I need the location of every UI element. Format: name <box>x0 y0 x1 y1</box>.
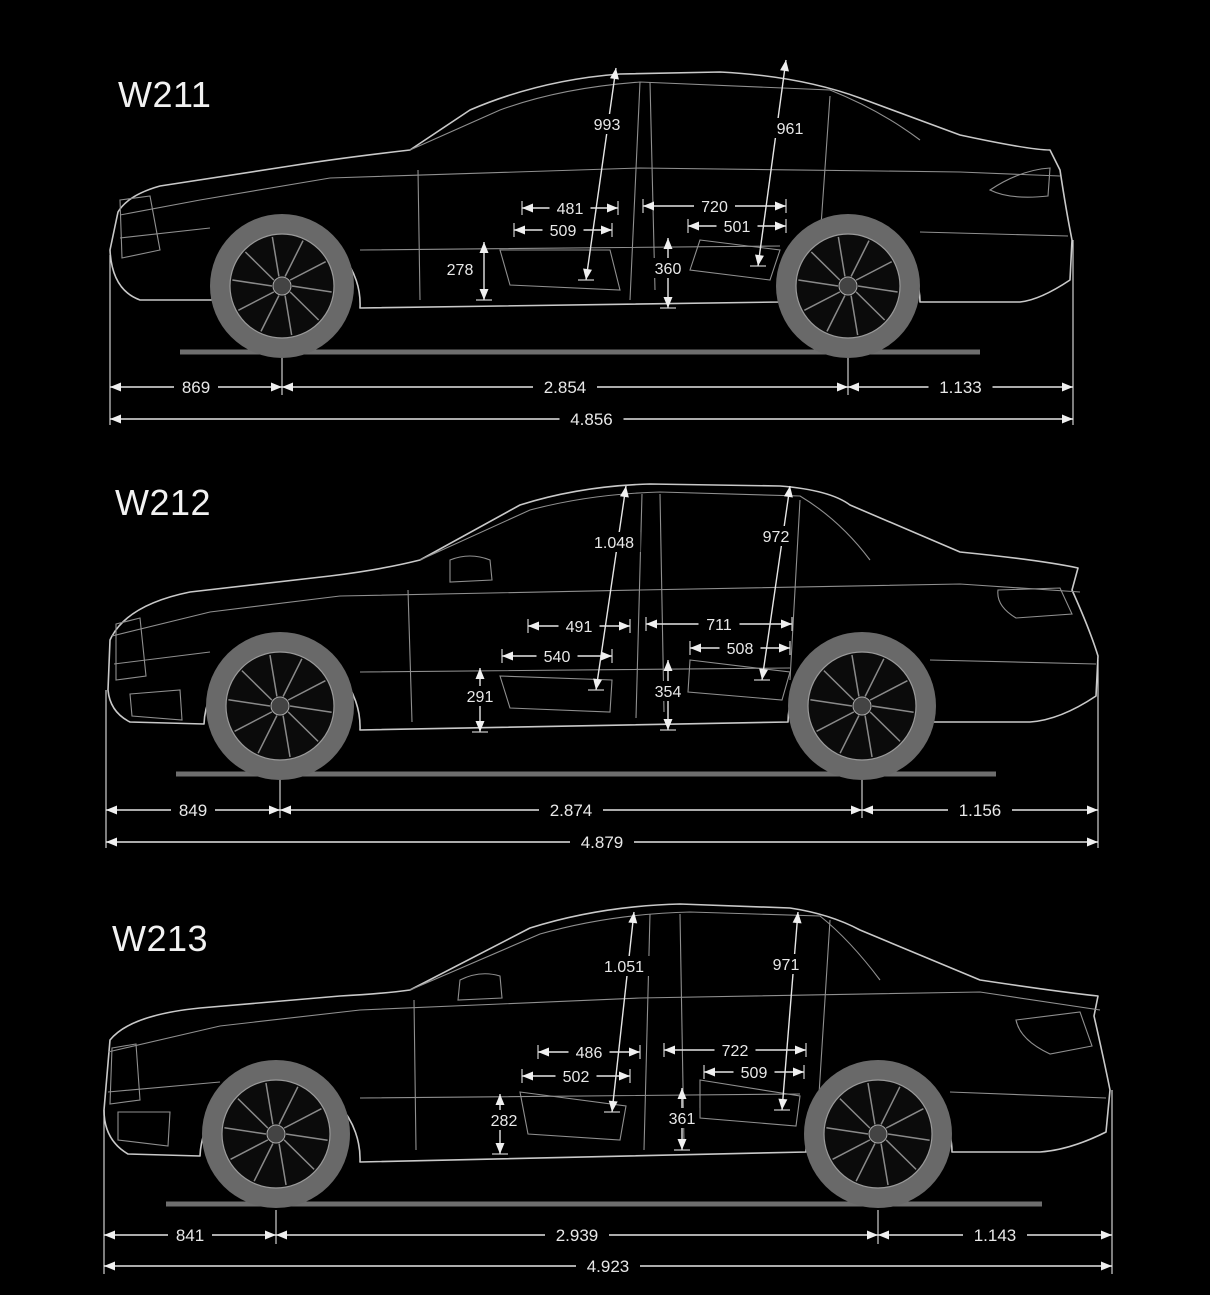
rear-wheel <box>776 214 920 358</box>
dimension-value: 486 <box>576 1045 603 1062</box>
dimension-value: 972 <box>763 529 790 546</box>
rear-overhang-dimension: 1.133 <box>848 378 1073 397</box>
dimension-value: 354 <box>655 684 682 701</box>
overall-length-dimension: 4.879 <box>106 833 1098 852</box>
rear-seat-depth-dimension: 509 <box>703 1065 805 1082</box>
dimension-value: 502 <box>563 1069 590 1086</box>
dimension-value: 1.051 <box>604 959 644 976</box>
wheel-spokes <box>224 1082 328 1186</box>
dimension-value: 720 <box>701 199 728 216</box>
rear-wheel <box>788 632 936 780</box>
diagram-w211: W211 869 2.854 1.13 <box>0 0 1210 440</box>
model-title: W213 <box>112 918 209 959</box>
dimension-value: 1.133 <box>939 378 982 397</box>
dimension-value: 278 <box>447 262 474 279</box>
car-drawing-w211: 869 2.854 1.133 4.856 993 961 481 509 72… <box>109 59 1074 429</box>
dimension-value: 282 <box>491 1113 518 1130</box>
wheelbase-dimension: 2.874 <box>280 801 862 820</box>
rear-knee-dimension: 720 <box>642 199 787 216</box>
rear-overhang-dimension: 1.156 <box>862 801 1098 820</box>
front-wheel <box>206 632 354 780</box>
dimension-value: 540 <box>544 649 571 666</box>
dimension-value: 1.156 <box>959 801 1002 820</box>
rear-seat-height-dimension: 354 <box>650 660 686 731</box>
front-headroom-dimension: 1.048 <box>587 485 641 691</box>
rear-knee-dimension: 722 <box>663 1043 807 1060</box>
dimension-value: 4.879 <box>581 833 624 852</box>
front-headroom-dimension: 1.051 <box>597 911 651 1113</box>
dimension-value: 291 <box>467 689 494 706</box>
dimension-value: 869 <box>182 378 210 397</box>
model-title: W212 <box>115 482 212 523</box>
car-drawing-w212: 849 2.874 1.156 4.879 1.048 972 491 540 … <box>105 483 1099 852</box>
wheel-spokes <box>826 1082 930 1186</box>
dimension-value: 2.939 <box>556 1226 599 1245</box>
front-shoulder-dimension: 491 <box>527 619 631 636</box>
rear-seat-height-dimension: 360 <box>650 238 686 309</box>
rear-overhang-dimension: 1.143 <box>878 1226 1112 1245</box>
front-overhang-dimension: 849 <box>106 801 280 820</box>
front-shoulder-dimension: 481 <box>521 201 619 218</box>
dimension-value: 481 <box>557 201 584 218</box>
dimension-value: 711 <box>706 617 732 634</box>
rear-headroom-dimension: 971 <box>768 911 804 1111</box>
overall-length-dimension: 4.856 <box>110 410 1073 429</box>
dimension-value: 971 <box>773 957 800 974</box>
wheel-spokes <box>228 654 332 758</box>
overall-length-dimension: 4.923 <box>104 1257 1112 1276</box>
dimension-value: 2.874 <box>550 801 593 820</box>
rear-wheel <box>804 1060 952 1208</box>
dimension-value: 961 <box>777 121 804 138</box>
dimension-value: 4.923 <box>587 1257 630 1276</box>
rear-headroom-dimension: 961 <box>750 59 808 267</box>
dimension-value: 509 <box>550 223 577 240</box>
rear-seat-depth-dimension: 508 <box>689 641 791 658</box>
dimension-value: 1.048 <box>594 535 634 552</box>
dimension-value: 1.143 <box>974 1226 1017 1245</box>
front-headroom-dimension: 993 <box>578 67 625 281</box>
front-overhang-dimension: 869 <box>110 378 282 397</box>
front-overhang-dimension: 841 <box>104 1226 276 1245</box>
wheelbase-dimension: 2.854 <box>282 378 848 397</box>
dimension-value: 508 <box>727 641 754 658</box>
dimension-value: 841 <box>176 1226 204 1245</box>
dimension-value: 849 <box>179 801 207 820</box>
dimension-value: 361 <box>669 1111 696 1128</box>
dimension-value: 491 <box>566 619 593 636</box>
wheelbase-dimension: 2.939 <box>276 1226 878 1245</box>
dimension-value: 360 <box>655 261 682 278</box>
rear-knee-dimension: 711 <box>645 617 793 634</box>
diagram-w212: W212 849 2.874 1.156 4.879 1.04 <box>105 482 1099 852</box>
dimension-value: 722 <box>722 1043 749 1060</box>
dimension-value: 993 <box>594 117 621 134</box>
dimension-value: 2.854 <box>544 378 587 397</box>
wheel-spokes <box>810 654 914 758</box>
dimension-value: 501 <box>724 219 751 236</box>
rear-seat-height-dimension: 361 <box>664 1088 700 1151</box>
rear-headroom-dimension: 972 <box>754 485 794 681</box>
rear-seat-depth-dimension: 501 <box>687 219 787 236</box>
model-title: W211 <box>118 74 212 115</box>
front-seat-height-dimension: 278 <box>442 242 492 301</box>
front-seat-height-dimension: 291 <box>462 668 498 733</box>
dimension-value: 509 <box>741 1065 768 1082</box>
front-wheel <box>202 1060 350 1208</box>
front-wheel <box>210 214 354 358</box>
front-seat-depth-dimension: 509 <box>513 223 613 240</box>
front-seat-depth-dimension: 540 <box>501 649 613 666</box>
wheel-spokes <box>798 236 898 336</box>
dimension-value: 4.856 <box>570 410 613 429</box>
front-shoulder-dimension: 486 <box>537 1045 641 1062</box>
front-seat-depth-dimension: 502 <box>521 1069 631 1086</box>
wheel-spokes <box>232 236 332 336</box>
front-seat-height-dimension: 282 <box>486 1094 522 1155</box>
